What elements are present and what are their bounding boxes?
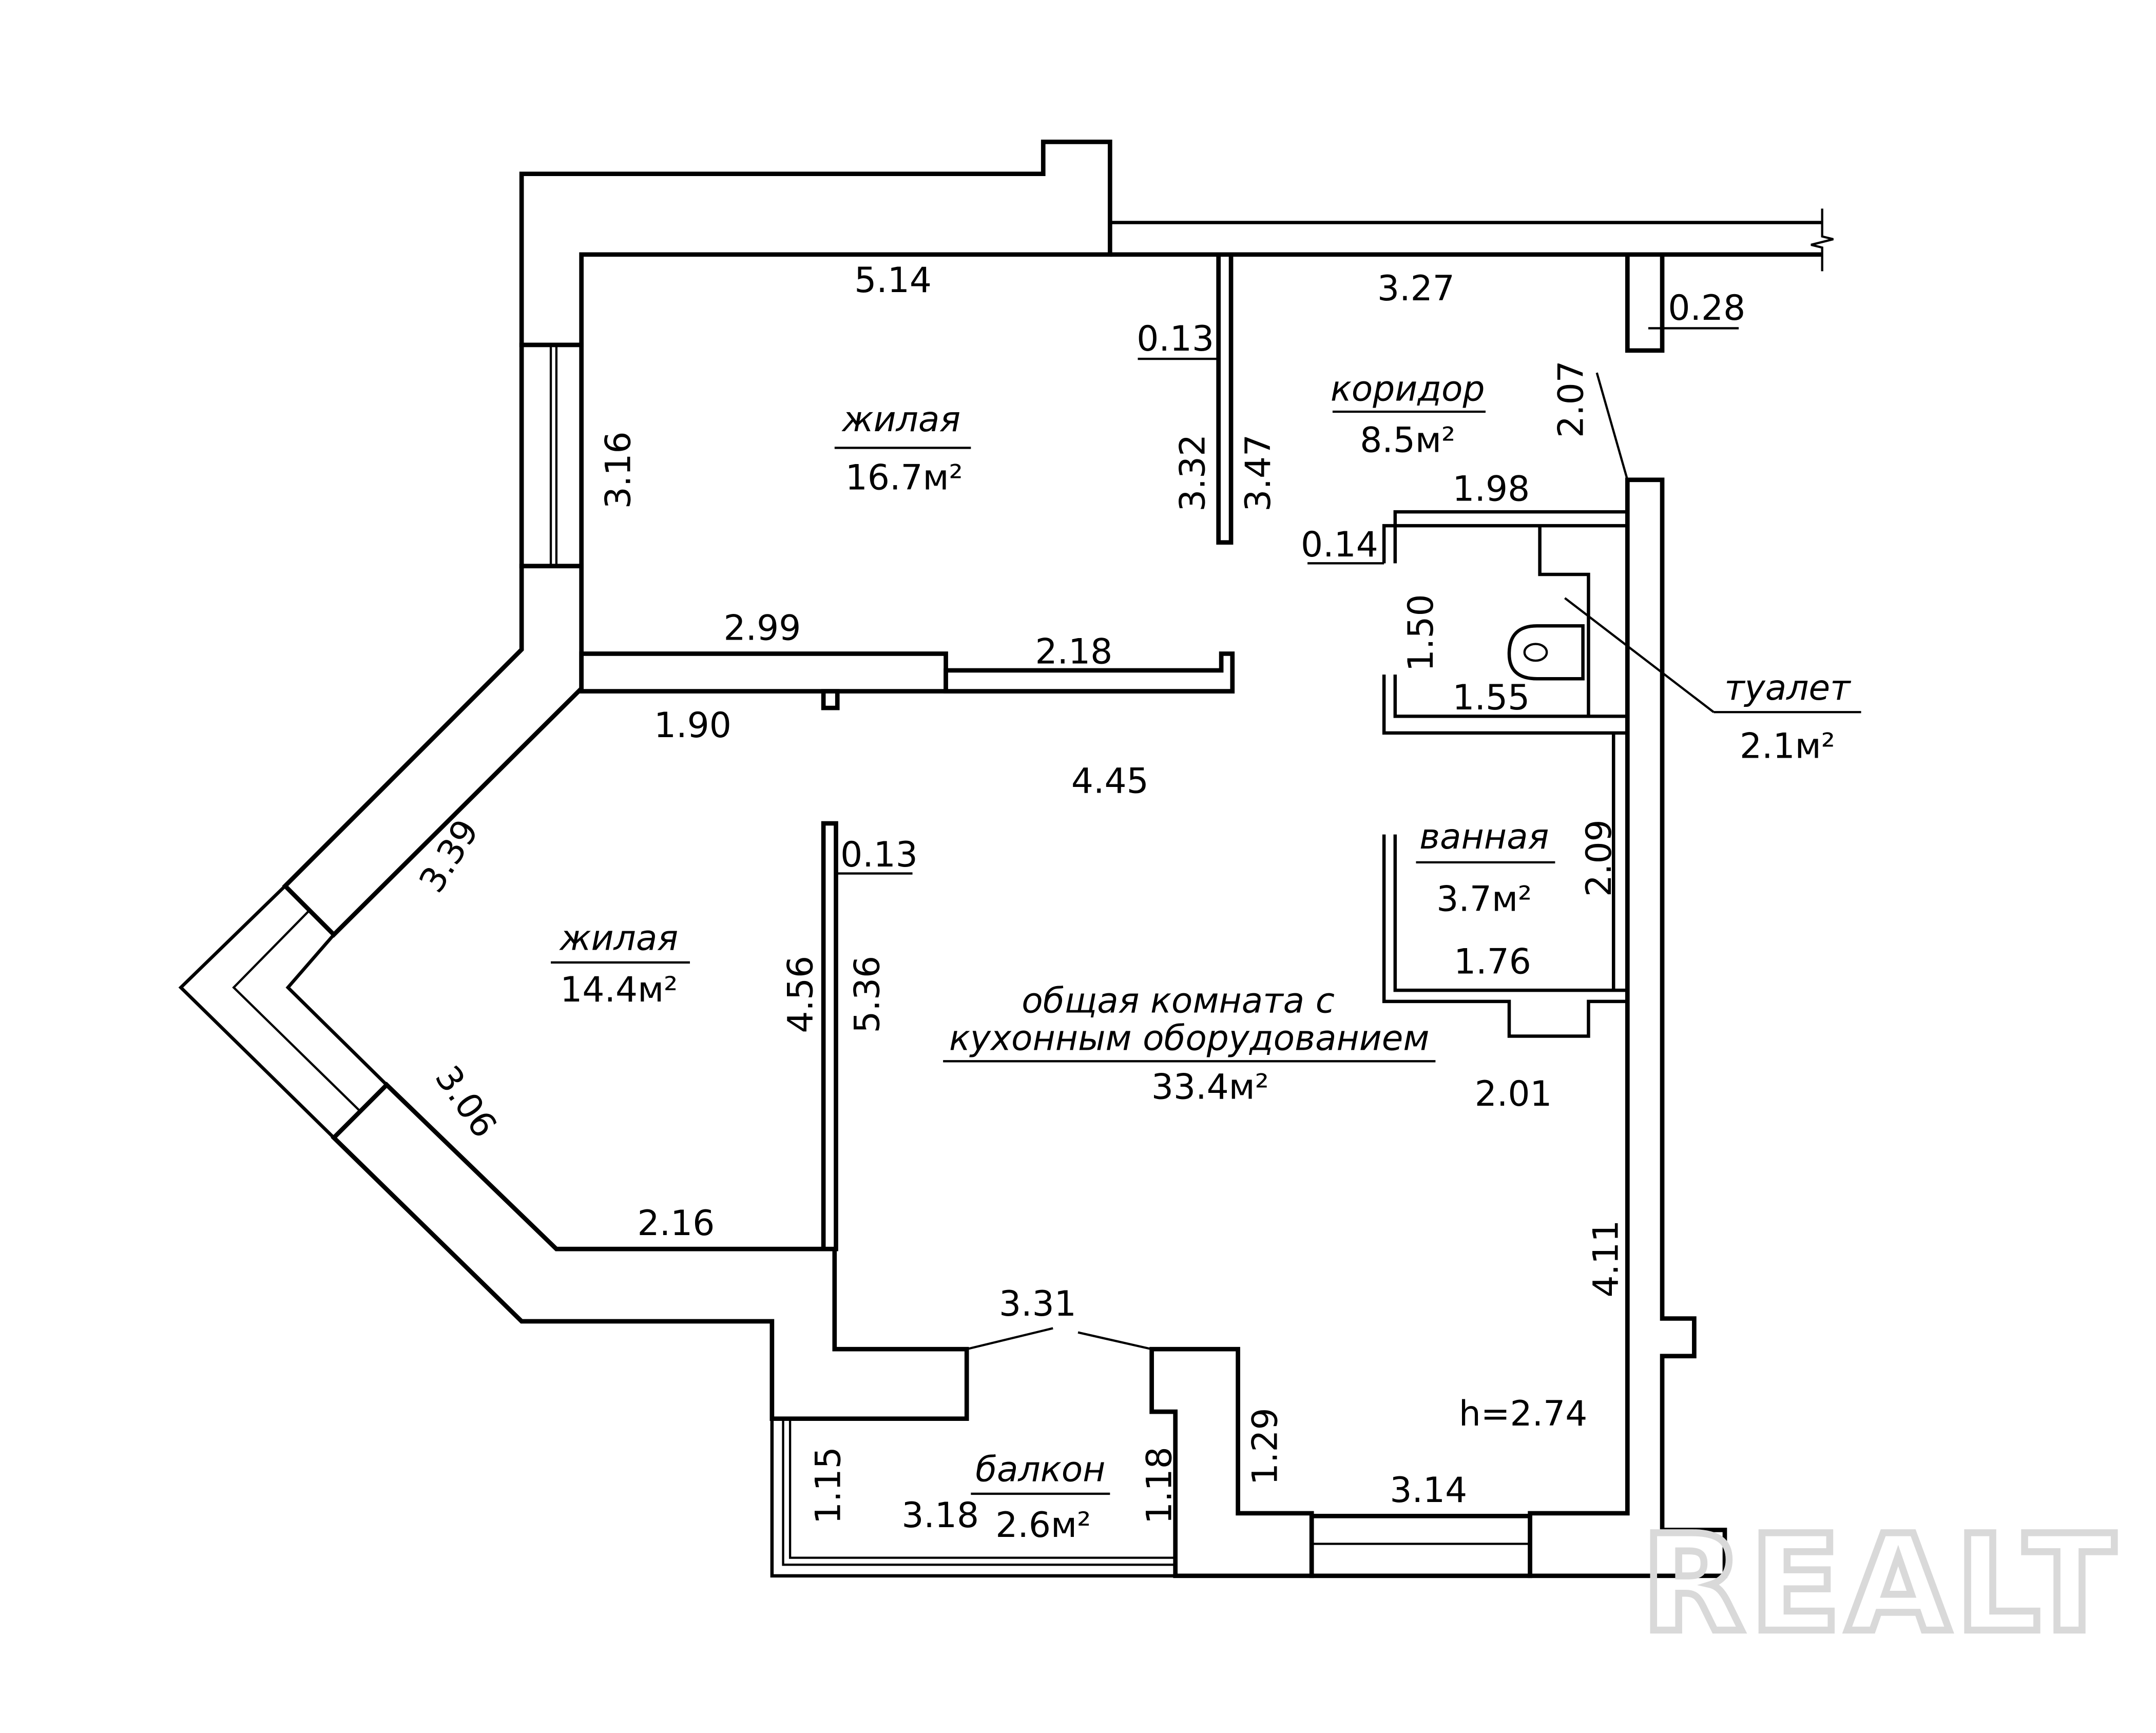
- dimension: 2.16: [638, 1203, 715, 1243]
- room-name: общая комната с: [1022, 980, 1335, 1020]
- wall-bedrooms: [579, 651, 948, 694]
- room-area: 33.4м²: [1151, 1066, 1269, 1107]
- dimension: 3.32: [1172, 434, 1213, 512]
- dimension: 0.28: [1668, 287, 1745, 328]
- dimension: 1.15: [808, 1447, 849, 1524]
- dimension: 3.27: [1377, 268, 1455, 309]
- dimension: 1.18: [1139, 1447, 1180, 1524]
- wall-top-right: [1110, 252, 1822, 353]
- dimension: 2.07: [1551, 360, 1591, 438]
- dimension: 3.18: [901, 1495, 979, 1535]
- dimension: 3.31: [999, 1283, 1076, 1324]
- room-name: жилая: [559, 918, 679, 958]
- room-name: жилая: [841, 399, 961, 439]
- dimension: 3.47: [1238, 434, 1278, 512]
- room-name-2: кухонным оборудованием: [949, 1018, 1430, 1058]
- break-symbol: [1811, 208, 1834, 272]
- wc-wall-inner: [1538, 526, 1590, 717]
- wall-stub: [821, 689, 840, 710]
- watermark: REALT: [1641, 1507, 2121, 1662]
- room-labels: жилая 16.7м² коридор 8.5м² туалет 2.1м² …: [551, 368, 1852, 1545]
- dimension: 2.18: [1035, 631, 1112, 671]
- dimension: 3.06: [427, 1058, 505, 1145]
- room-area: 2.1м²: [1740, 726, 1835, 766]
- door-swing: [1595, 372, 1629, 480]
- partition-bedroom-corridor: [1216, 252, 1234, 545]
- dimension: 0.13: [840, 834, 918, 875]
- room-area: 3.7м²: [1436, 879, 1532, 919]
- toilet-bowl: [1523, 643, 1548, 662]
- room-name: коридор: [1331, 368, 1485, 409]
- dimension: 4.45: [1071, 760, 1149, 801]
- dimension: 1.98: [1452, 468, 1530, 509]
- bath-wall: [1382, 834, 1629, 1038]
- dimension: 0.13: [1137, 318, 1214, 359]
- bay-window-pane: [232, 910, 363, 1114]
- wall-bottom-left: [331, 1082, 969, 1421]
- toilet-icon: [1507, 624, 1585, 681]
- dimension: 2.09: [1578, 819, 1619, 897]
- dimension: 3.14: [1390, 1470, 1467, 1510]
- room-area: 2.6м²: [995, 1505, 1091, 1545]
- wc-bath-wall: [1382, 675, 1629, 735]
- balcony-door-swing: [966, 1327, 1053, 1351]
- dimension: 1.90: [654, 705, 732, 745]
- balcony-railing: [770, 1418, 1176, 1578]
- dimension: 4.11: [1585, 1220, 1626, 1298]
- room-name: туалет: [1724, 667, 1852, 708]
- dimension: 5.36: [847, 956, 888, 1033]
- balcony-railing-inner: [788, 1418, 1176, 1559]
- room-name: балкон: [975, 1449, 1105, 1490]
- dimension: 4.56: [780, 956, 820, 1033]
- bay-window: [178, 883, 389, 1140]
- wall-top-left: [519, 140, 1112, 348]
- dimension: 3.16: [598, 431, 638, 509]
- balcony-door-swing: [1077, 1331, 1152, 1351]
- walls: [178, 140, 1861, 1578]
- dimension: 0.14: [1301, 524, 1378, 565]
- dimension: 2.01: [1475, 1073, 1552, 1114]
- dimension: 2.99: [724, 607, 801, 648]
- partition-living: [944, 651, 1235, 694]
- room-area: 14.4м²: [560, 969, 678, 1010]
- dimension: 1.55: [1452, 677, 1530, 718]
- ceiling-height: h=2.74: [1459, 1393, 1587, 1434]
- dimension: 1.76: [1454, 941, 1531, 982]
- room-name: ванная: [1419, 816, 1549, 857]
- balcony-railing-inner: [782, 1418, 1176, 1566]
- dimensions: 5.14 3.27 0.28 0.13 3.16 3.32 3.47 2.07 …: [411, 260, 1745, 1535]
- leader-toilet: [1564, 597, 1715, 713]
- dimension: 5.14: [854, 260, 932, 300]
- window-bottom: [1309, 1513, 1532, 1578]
- dimension: 1.29: [1244, 1408, 1285, 1485]
- partition-bedroom2: [821, 821, 838, 1251]
- room-area: 16.7м²: [845, 457, 963, 498]
- dimension: 1.50: [1400, 594, 1441, 671]
- wc-wall: [1382, 510, 1629, 564]
- room-area: 8.5м²: [1360, 420, 1455, 460]
